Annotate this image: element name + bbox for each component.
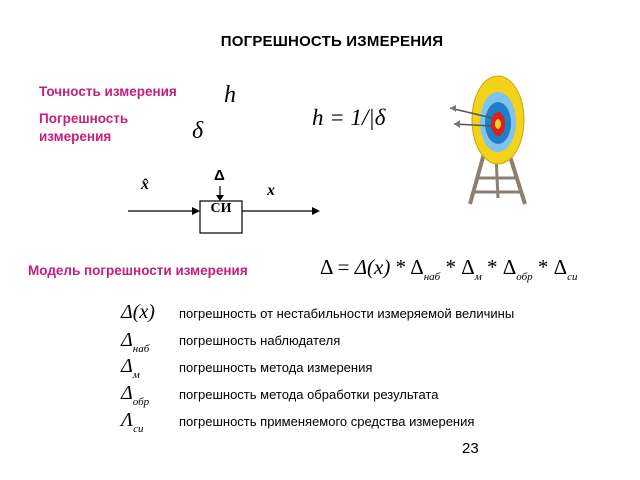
formula-term1: Δ(x) [354,255,391,279]
formula-delta: Δ [320,255,333,279]
def-text-4: погрешность метода обработки результата [179,387,439,402]
target-face [471,75,525,165]
target-illustration [449,75,527,205]
error-label-line2: измерения [39,129,112,144]
formula-term4: Δ [502,255,517,279]
formula-op1: * [390,255,411,279]
model-formula: Δ = Δ(x) * Δнаб * Δм * Δобр * Δси [320,255,578,283]
def-symbol-1: Δ(x) [121,301,155,323]
model-label: Модель погрешности измерения [28,263,248,278]
formula-h: h = 1/|δ [312,105,385,131]
input-arrow-head [192,207,200,215]
def-symbol-5: Λси [121,409,144,435]
diagram-delta-label: Δ [214,167,225,184]
formula-h-rhs: |δ [368,105,386,130]
diagram-box-label: СИ [210,201,232,216]
block-diagram [128,186,320,234]
error-label-line1: Погрешность [39,111,129,126]
def-text-2: погрешность наблюдателя [179,333,341,348]
formula-op4: * [532,255,554,279]
formula-eq: = [332,255,355,279]
si-box [199,200,243,234]
formula-term5-sub: си [567,271,578,283]
def-text-1: погрешность от нестабильности измеряемой… [179,306,515,321]
def-symbol-4: Δобр [121,382,150,408]
formula-term2-sub: наб [423,271,441,283]
formula-term2: Δ [410,255,424,279]
error-symbol: δ [192,118,204,144]
delta-arrow-head [216,195,224,201]
formula-term3-sub: м [474,271,482,283]
def-symbol-3: Δм [121,355,140,381]
diagram-output-label: x [267,182,275,199]
accuracy-label: Точность измерения [39,84,177,99]
output-arrow-head [312,207,320,215]
def-text-3: погрешность метода измерения [179,360,373,375]
formula-op3: * [481,255,503,279]
formula-h-eq: = 1/ [323,105,369,130]
def-text-5: погрешность применяемого средства измере… [179,414,475,429]
target-arrows [449,105,493,128]
formula-term4-sub: обр [516,271,533,283]
accuracy-symbol: h [224,82,236,108]
page-number: 23 [462,440,479,457]
diagram-input-label: x̂ [141,176,149,193]
formula-term3: Δ [461,255,475,279]
formula-h-lhs: h [312,105,324,130]
error-label: Погрешность измерения [39,110,128,146]
formula-op2: * [440,255,462,279]
def-symbol-2: Δнаб [121,329,150,355]
formula-term5: Δ [553,255,568,279]
page-title: ПОГРЕШНОСТЬ ИЗМЕРЕНИЯ [220,33,444,50]
